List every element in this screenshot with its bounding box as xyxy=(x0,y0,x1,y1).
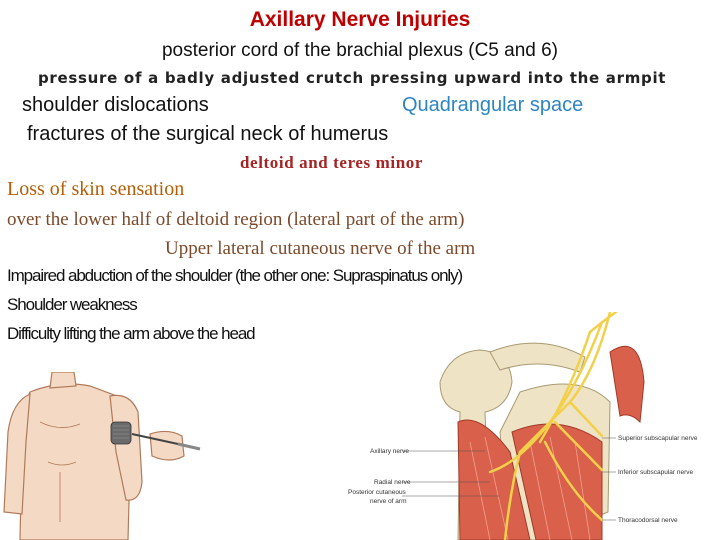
label-inferior-subscapular: Inferior subscapular nerve xyxy=(618,469,694,476)
supplied-muscles: deltoid and teres minor xyxy=(240,153,424,172)
label-superior-subscapular: Superior subscapular nerve xyxy=(618,435,698,442)
label-axillary-nerve: Axillary nerve xyxy=(370,448,409,455)
cause-crutch: pressure of a badly adjusted crutch pres… xyxy=(38,69,667,87)
cause-dislocations: shoulder dislocations xyxy=(22,94,209,116)
sensory-test-illustration xyxy=(3,372,201,540)
deficit-weakness: Shoulder weakness xyxy=(7,295,138,314)
deficit-abduction: Impaired abduction of the shoulder (the … xyxy=(7,266,463,285)
deficit-lifting: Difficulty lifting the arm above the hea… xyxy=(7,324,256,343)
cause-fractures: fractures of the surgical neck of humeru… xyxy=(27,123,389,145)
sensory-loss-title: Loss of skin sensation xyxy=(7,178,185,200)
slide-subtitle: posterior cord of the brachial plexus (C… xyxy=(161,40,559,61)
label-posterior-cutaneous-2: nerve of arm xyxy=(370,498,407,505)
label-thoracodorsal: Thoracodorsal nerve xyxy=(618,517,678,524)
shoulder-anatomy-illustration: Axillary nerve Radial nerve Posterior cu… xyxy=(348,312,698,540)
pathway-quadrangular-space: Quadrangular space xyxy=(402,94,584,116)
sensory-loss-region: over the lower half of deltoid region (l… xyxy=(7,209,465,230)
label-posterior-cutaneous-1: Posterior cutaneous xyxy=(348,489,407,496)
slide-title: Axillary Nerve Injuries xyxy=(249,8,471,31)
label-radial-nerve: Radial nerve xyxy=(374,479,411,486)
cutaneous-nerve-branch: Upper lateral cutaneous nerve of the arm xyxy=(165,238,476,259)
